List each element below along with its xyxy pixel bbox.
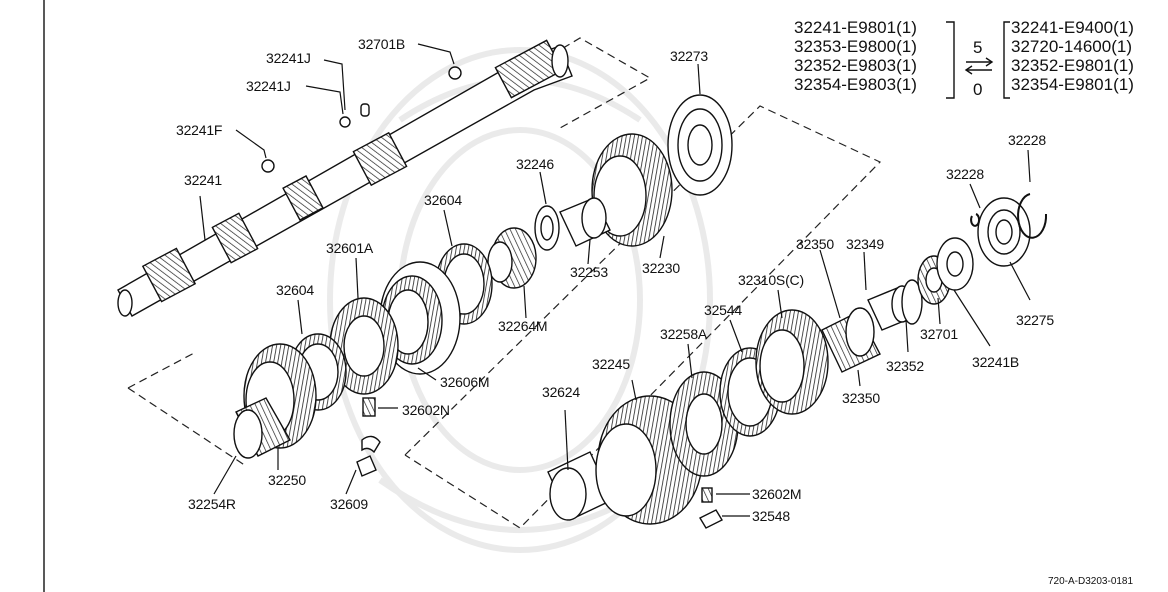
label-32258A: 32258A: [660, 326, 708, 342]
label-32228-right: 32228: [1008, 132, 1046, 148]
label-32602N: 32602N: [402, 402, 450, 418]
gear-32310S: [755, 309, 829, 415]
bearing-32273: [667, 94, 733, 196]
label-32246: 32246: [516, 156, 554, 172]
needle-bearing-32254R: [233, 397, 291, 459]
label-32228-left: 32228: [946, 166, 984, 182]
label-32350-lower: 32350: [842, 390, 880, 406]
diagram-reference-code: 720-A-D3203-0181: [1048, 576, 1134, 587]
label-32350-upper: 32350: [796, 236, 834, 252]
needle-bearing-32264M: [487, 227, 537, 289]
label-32609: 32609: [330, 496, 368, 512]
supersession-bracket: [946, 21, 1010, 99]
bearing-32275: [977, 197, 1031, 267]
label-32606M: 32606M: [440, 374, 490, 390]
label-32601A: 32601A: [326, 240, 374, 256]
old-part-2: 32353-E9800(1): [794, 37, 917, 56]
label-32604-bottom: 32604: [276, 282, 314, 298]
new-part-1: 32241-E9400(1): [1011, 18, 1134, 37]
label-32604-top: 32604: [424, 192, 462, 208]
label-32548: 32548: [752, 508, 790, 524]
washer-32352: [901, 279, 923, 325]
leader-lines: [199, 43, 1031, 517]
label-32241B: 32241B: [972, 354, 1020, 370]
snap-rings-32228: [970, 193, 1048, 239]
label-32245: 32245: [592, 356, 630, 372]
sleeve-32253: [534, 197, 611, 251]
label-32241: 32241: [184, 172, 222, 188]
label-32241J-lower: 32241J: [246, 78, 291, 94]
label-32701B: 32701B: [358, 36, 406, 52]
needle-bearing-32350: [821, 307, 881, 373]
gear-32230: [591, 133, 673, 247]
label-32275: 32275: [1016, 312, 1054, 328]
label-32624: 32624: [542, 384, 580, 400]
label-32352: 32352: [886, 358, 924, 374]
label-32241J-upper: 32241J: [266, 50, 311, 66]
supersession-code-bottom: 0: [973, 80, 983, 99]
label-32264M: 32264M: [498, 318, 548, 334]
label-32349: 32349: [846, 236, 884, 252]
new-part-4: 32354-E9801(1): [1011, 75, 1134, 94]
label-32602M: 32602M: [752, 486, 802, 502]
label-32230: 32230: [642, 260, 680, 276]
old-part-1: 32241-E9801(1): [794, 18, 917, 37]
spring-key-32602M-32548: [699, 487, 723, 529]
supersession-code-top: 5: [973, 38, 983, 57]
label-32250: 32250: [268, 472, 306, 488]
label-32253: 32253: [570, 264, 608, 280]
new-part-2: 32720-14600(1): [1011, 37, 1132, 56]
label-32241F: 32241F: [176, 122, 223, 138]
hub-32601A: [329, 297, 399, 395]
spring-key-32602N-32609: [356, 397, 381, 477]
label-32310S: 32310S(C): [738, 272, 804, 288]
label-32254R: 32254R: [188, 496, 236, 512]
old-part-4: 32354-E9803(1): [794, 75, 917, 94]
old-part-3: 32352-E9803(1): [794, 56, 917, 75]
supersession-new-parts: 32241-E9400(1) 32720-14600(1) 32352-E980…: [1011, 18, 1134, 94]
new-part-3: 32352-E9801(1): [1011, 56, 1134, 75]
label-32544: 32544: [704, 302, 742, 318]
supersession-old-parts: 32241-E9801(1) 32353-E9800(1) 32352-E980…: [794, 18, 917, 94]
nut-32241B: [936, 237, 974, 291]
small-balls: [261, 66, 462, 173]
label-32701: 32701: [920, 326, 958, 342]
main-shaft: [117, 39, 573, 317]
label-32273: 32273: [670, 48, 708, 64]
